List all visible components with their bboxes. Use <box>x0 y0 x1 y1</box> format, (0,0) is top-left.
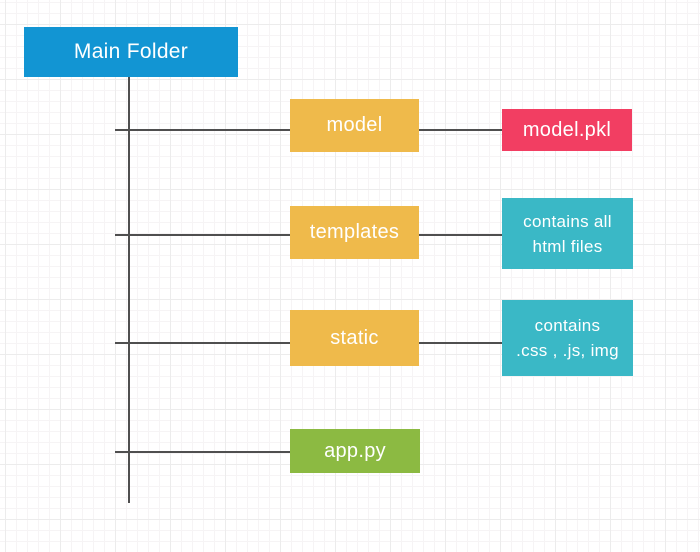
node-model-label: model <box>326 114 383 136</box>
node-templates-note-line1: contains all <box>523 211 612 231</box>
node-static-note-line2: .css , .js, img <box>516 341 619 360</box>
connector-branch-static <box>115 342 290 344</box>
node-static: static <box>290 310 419 366</box>
node-templates: templates <box>290 206 419 259</box>
node-model-pkl-label: model.pkl <box>522 118 612 141</box>
node-app-py-label: app.py <box>324 439 386 462</box>
connector-templates-to-note <box>419 234 502 236</box>
node-templates-note-line2: html files <box>532 236 603 256</box>
connector-branch-templates <box>115 234 290 236</box>
node-main-folder: Main Folder <box>24 27 238 77</box>
connector-branch-app <box>115 451 290 453</box>
connector-model-to-modelpkl <box>419 129 502 131</box>
node-model-pkl: model.pkl <box>502 109 632 151</box>
connector-trunk-vertical <box>128 76 130 503</box>
node-static-label: static <box>330 326 379 349</box>
node-templates-note: contains all html files <box>502 198 633 269</box>
node-static-note: contains .css , .js, img <box>502 300 633 376</box>
node-templates-label: templates <box>309 221 400 243</box>
node-app-py: app.py <box>290 429 420 473</box>
connector-branch-model <box>115 129 290 131</box>
connector-static-to-note <box>419 342 502 344</box>
node-main-folder-label: Main Folder <box>73 40 189 63</box>
node-model: model <box>290 99 419 152</box>
node-static-note-line1: contains <box>534 316 601 335</box>
